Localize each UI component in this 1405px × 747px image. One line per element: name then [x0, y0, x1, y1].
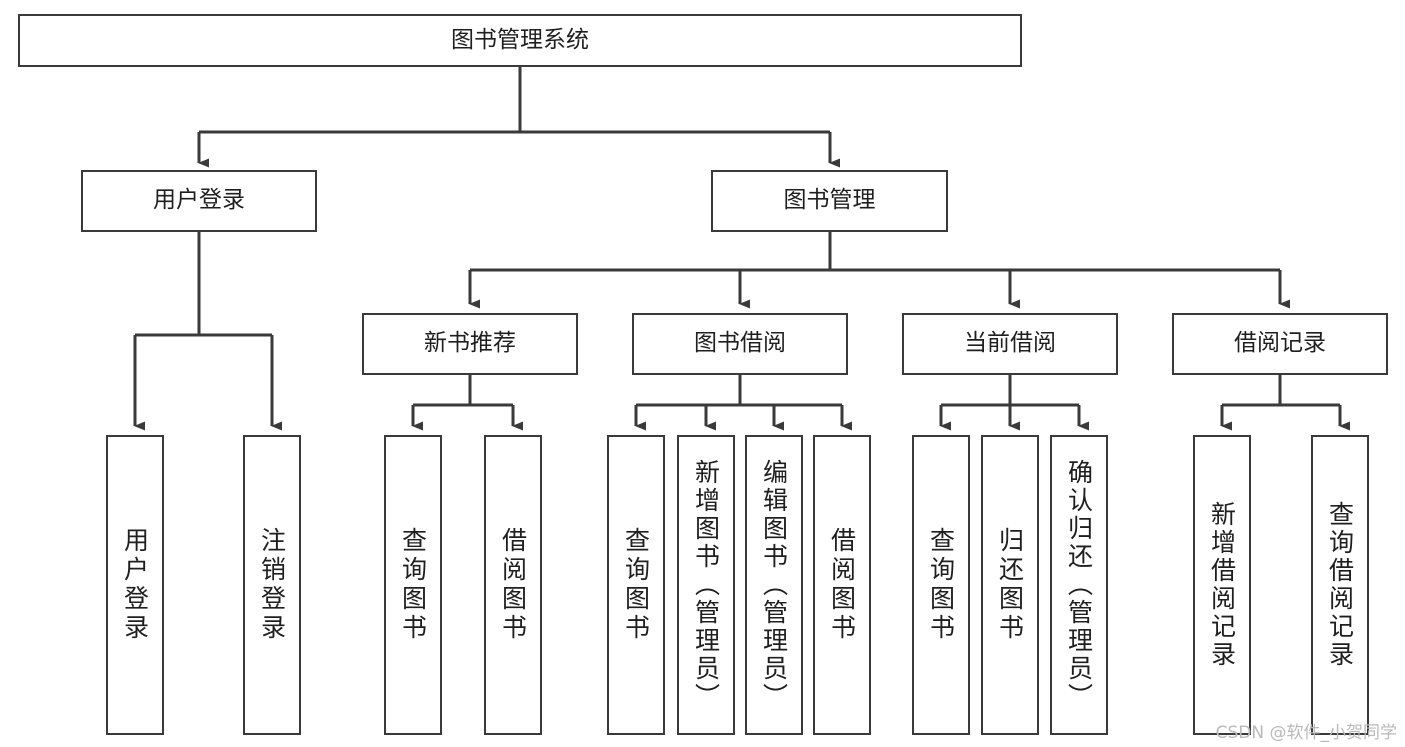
leaf-label: 确认归还（管理员）	[1064, 459, 1094, 711]
leaf-recommend-query-book[interactable]: 查询图书	[384, 435, 442, 735]
node-label: 新书推荐	[424, 330, 516, 357]
node-current-borrow[interactable]: 当前借阅	[902, 313, 1118, 375]
leaf-current-confirm-return-admin[interactable]: 确认归还（管理员）	[1050, 435, 1108, 735]
leaf-label: 新增图书（管理员）	[691, 459, 721, 711]
node-new-book-recommend[interactable]: 新书推荐	[362, 313, 578, 375]
leaf-borrow-add-book-admin[interactable]: 新增图书（管理员）	[677, 435, 735, 735]
leaf-record-query-record[interactable]: 查询借阅记录	[1311, 435, 1369, 735]
node-label: 图书管理系统	[451, 26, 589, 53]
leaf-label: 查询图书	[621, 527, 651, 643]
node-label: 用户登录	[153, 187, 245, 214]
node-label: 当前借阅	[964, 330, 1056, 357]
leaf-current-query-book[interactable]: 查询图书	[912, 435, 970, 735]
node-root-system[interactable]: 图书管理系统	[18, 14, 1022, 67]
node-label: 图书借阅	[694, 330, 786, 357]
leaf-label: 查询借阅记录	[1325, 501, 1355, 669]
leaf-borrow-query-book[interactable]: 查询图书	[607, 435, 665, 735]
leaf-user-login-logout[interactable]: 注销登录	[243, 435, 301, 735]
node-label: 借阅记录	[1234, 330, 1326, 357]
leaf-label: 归还图书	[995, 527, 1025, 643]
leaf-label: 借阅图书	[827, 527, 857, 643]
leaf-label: 注销登录	[257, 527, 287, 643]
node-user-login[interactable]: 用户登录	[81, 170, 317, 232]
node-borrow-record[interactable]: 借阅记录	[1172, 313, 1388, 375]
leaf-current-return-book[interactable]: 归还图书	[981, 435, 1039, 735]
node-label: 图书管理	[783, 187, 876, 214]
leaf-label: 新增借阅记录	[1207, 501, 1237, 669]
leaf-recommend-borrow-book[interactable]: 借阅图书	[484, 435, 542, 735]
leaf-label: 借阅图书	[498, 527, 528, 643]
leaf-record-add-record[interactable]: 新增借阅记录	[1193, 435, 1251, 735]
leaf-borrow-borrow-book[interactable]: 借阅图书	[813, 435, 871, 735]
leaf-label: 用户登录	[120, 527, 150, 643]
leaf-user-login-login[interactable]: 用户登录	[106, 435, 164, 735]
leaf-label: 查询图书	[398, 527, 428, 643]
leaf-borrow-edit-book-admin[interactable]: 编辑图书（管理员）	[745, 435, 803, 735]
leaf-label: 查询图书	[926, 527, 956, 643]
node-book-borrow[interactable]: 图书借阅	[632, 313, 848, 375]
node-book-management[interactable]: 图书管理	[711, 170, 948, 232]
watermark: CSDN @软件_小贺同学	[1215, 723, 1397, 743]
leaf-label: 编辑图书（管理员）	[759, 459, 789, 711]
